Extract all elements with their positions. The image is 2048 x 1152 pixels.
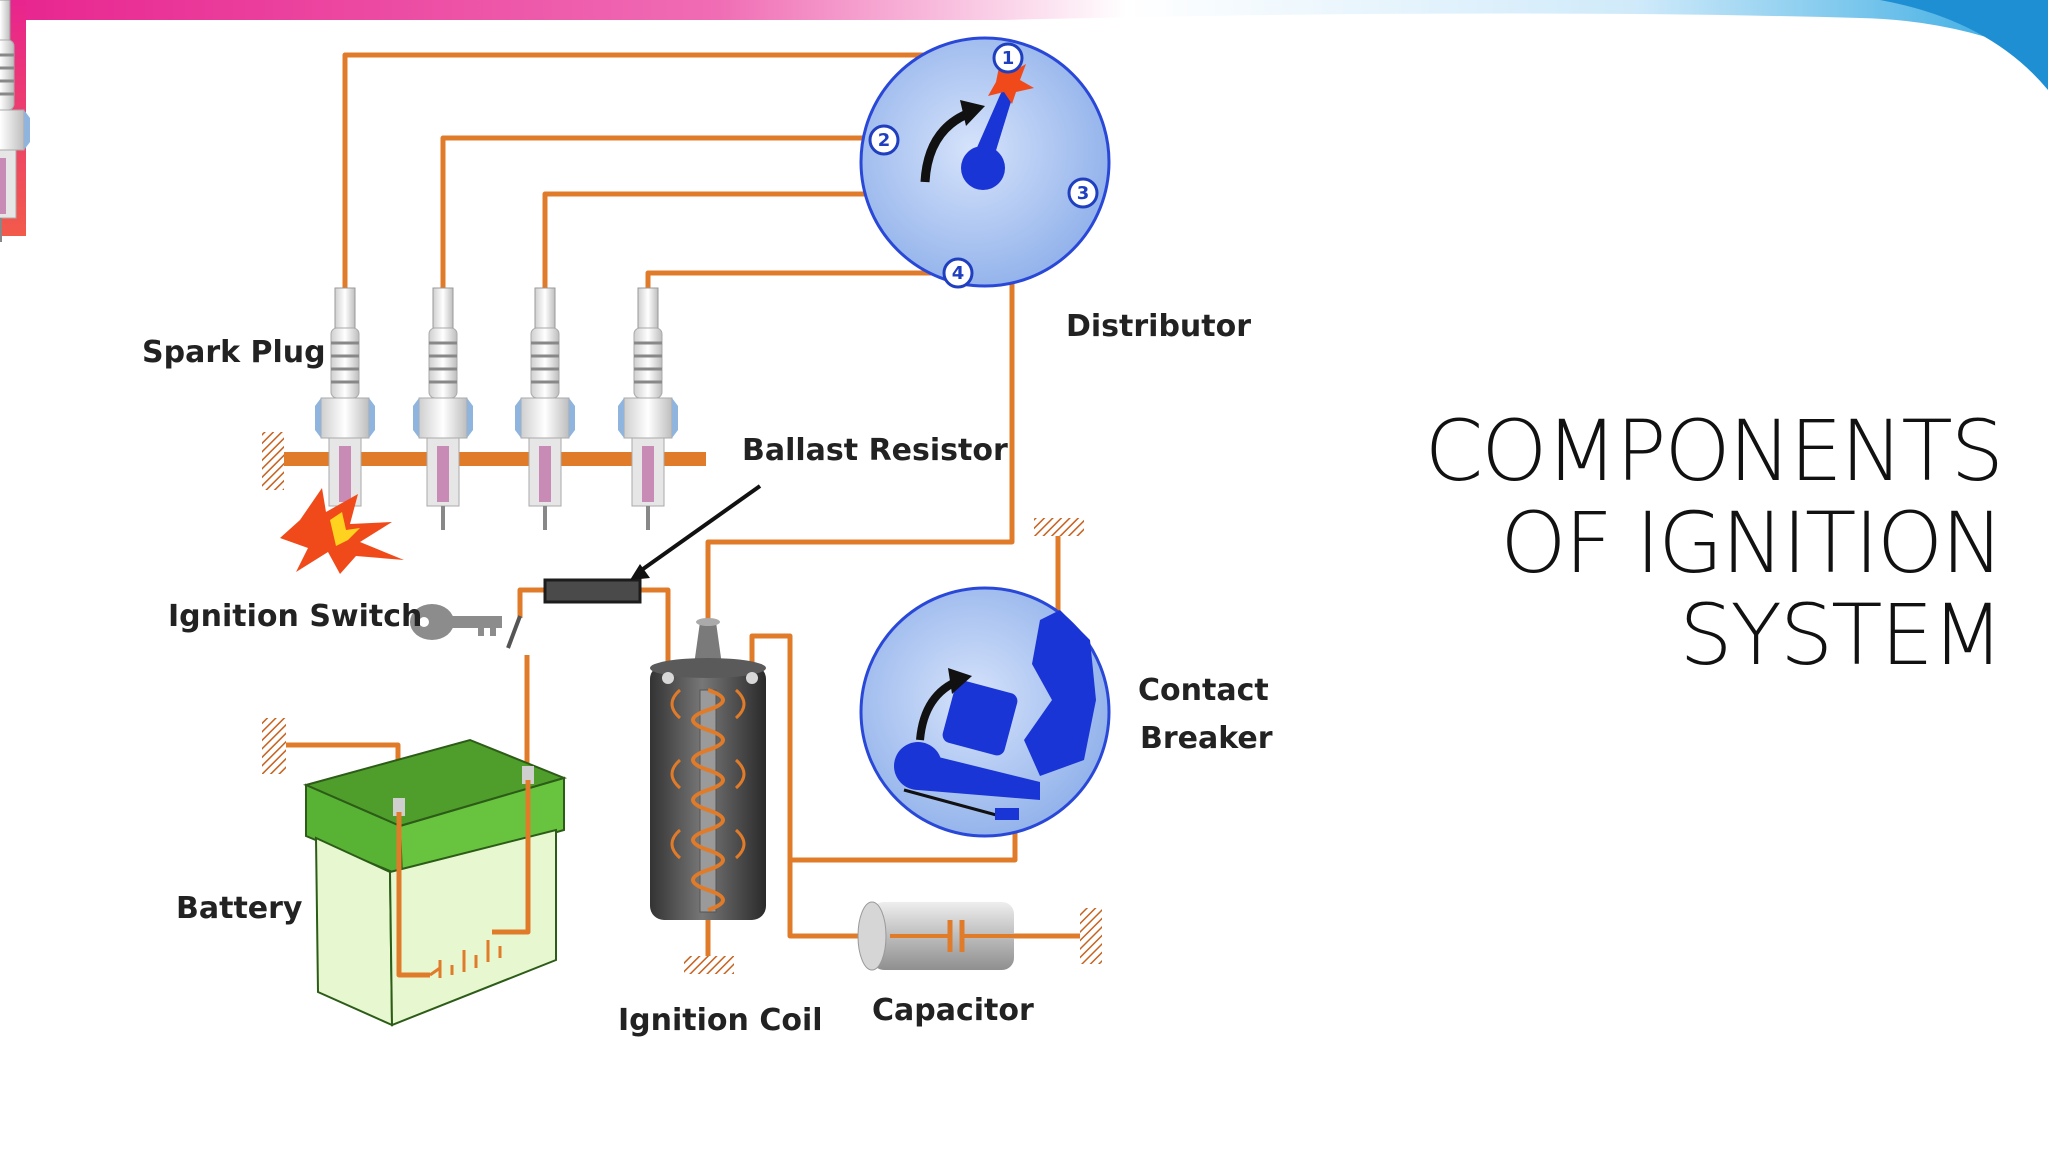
terminal-1 [992,42,1024,74]
label-breaker: Breaker [1140,721,1273,756]
battery-cells [429,940,502,978]
ground-icon [1034,518,1084,536]
svg-text:2: 2 [878,130,891,151]
label-ignition-switch: Ignition Switch [168,599,422,634]
coil-winding [691,688,725,912]
ground-icon [684,956,734,974]
ground-icon [1080,908,1102,964]
wire-distributor-coil [705,170,1015,620]
pointer-arrow [634,484,762,576]
svg-text:3: 3 [1077,183,1090,204]
spark-icon [988,62,1034,104]
label-ignition-coil: Ignition Coil [618,1003,823,1038]
capacitor [857,901,1102,971]
ignition-coil [650,618,766,974]
label-capacitor: Capacitor [872,993,1034,1028]
slide-title-line-1: COMPONENTS [1424,402,2004,500]
spark-plug [0,0,30,242]
terminal-4 [942,257,974,289]
wire-plug2 [440,135,866,290]
wire-switch-resistor [517,587,545,618]
breaker-cam [942,680,1018,756]
label-ballast-resistor: Ballast Resistor [742,433,1008,468]
wire-plug4 [645,270,944,290]
label-spark-plug: Spark Plug [142,335,326,370]
terminal-2 [868,124,900,156]
wire-resistor-coil [640,587,671,678]
svg-text:1: 1 [1002,48,1015,69]
contact-breaker [859,518,1111,838]
wire-plug1 [342,52,1008,290]
spark-plugs [0,0,706,574]
slide-title: COMPONENTS OF IGNITION SYSTEM [1242,402,2004,684]
switch-blade [506,615,522,649]
slide-title-line-2: OF IGNITION [1500,494,2004,592]
ballast-resistor [543,484,762,604]
label-battery: Battery [176,891,303,926]
label-contact: Contact [1138,673,1269,708]
battery [262,718,568,1027]
svg-text:4: 4 [952,263,965,284]
label-distributor: Distributor [1066,309,1251,344]
ground-icon [262,432,284,490]
slide-title-line-3: SYSTEM [1679,586,2004,684]
distributor: 1 2 3 4 [859,36,1111,289]
ignition-switch [410,604,522,649]
terminal-3 [1067,177,1099,209]
rotor-hub [961,146,1005,190]
ground-icon [262,718,286,774]
engine-block-rail [278,452,706,466]
breaker-arm [1024,610,1096,776]
key-icon [410,604,502,640]
